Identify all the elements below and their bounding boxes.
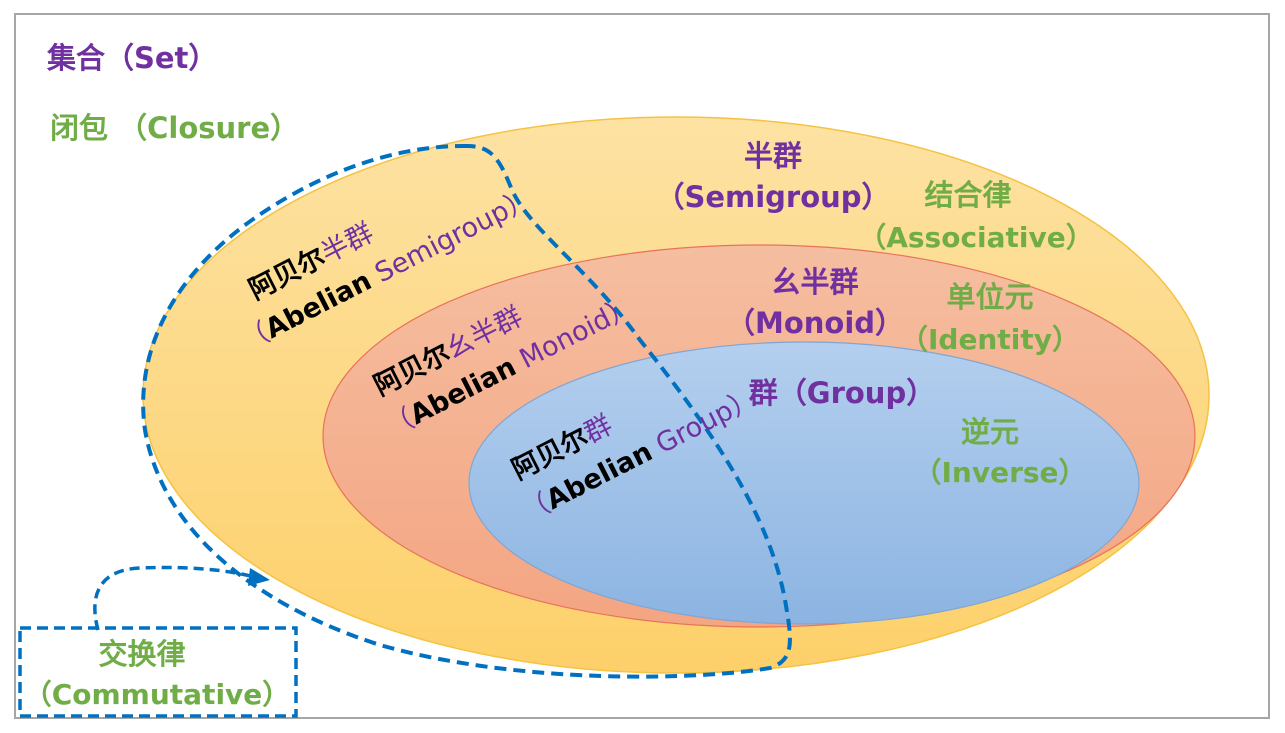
- identity-en-label: （Identity）: [900, 323, 1080, 356]
- inverse-en-label: （Inverse）: [913, 456, 1086, 489]
- identity-cn-label: 单位元: [946, 280, 1033, 314]
- monoid-cn-label: 幺半群: [771, 265, 858, 299]
- semigroup-en-label: （Semigroup）: [655, 180, 890, 214]
- associative-cn-label: 结合律: [924, 178, 1011, 212]
- commutative-box: [18, 626, 298, 718]
- closure-label: 闭包 （Closure）: [50, 111, 299, 145]
- commutative-arrowhead: [248, 568, 270, 586]
- commutative-arrow: [93, 565, 259, 631]
- monoid-en-label: （Monoid）: [726, 306, 904, 340]
- commutative-region-outline: [141, 143, 792, 679]
- set-label: 集合（Set）: [46, 41, 217, 75]
- group-label: 群（Group）: [749, 376, 935, 410]
- diagram-frame: [14, 13, 1270, 719]
- inverse-cn-label: 逆元: [961, 415, 1019, 449]
- commutative-cn-label: 交换律: [98, 637, 185, 671]
- group-ellipse: [468, 341, 1140, 625]
- associative-en-label: （Associative）: [858, 221, 1094, 254]
- semigroup-cn-label: 半群: [744, 139, 802, 173]
- commutative-en-label: （Commutative）: [24, 678, 291, 711]
